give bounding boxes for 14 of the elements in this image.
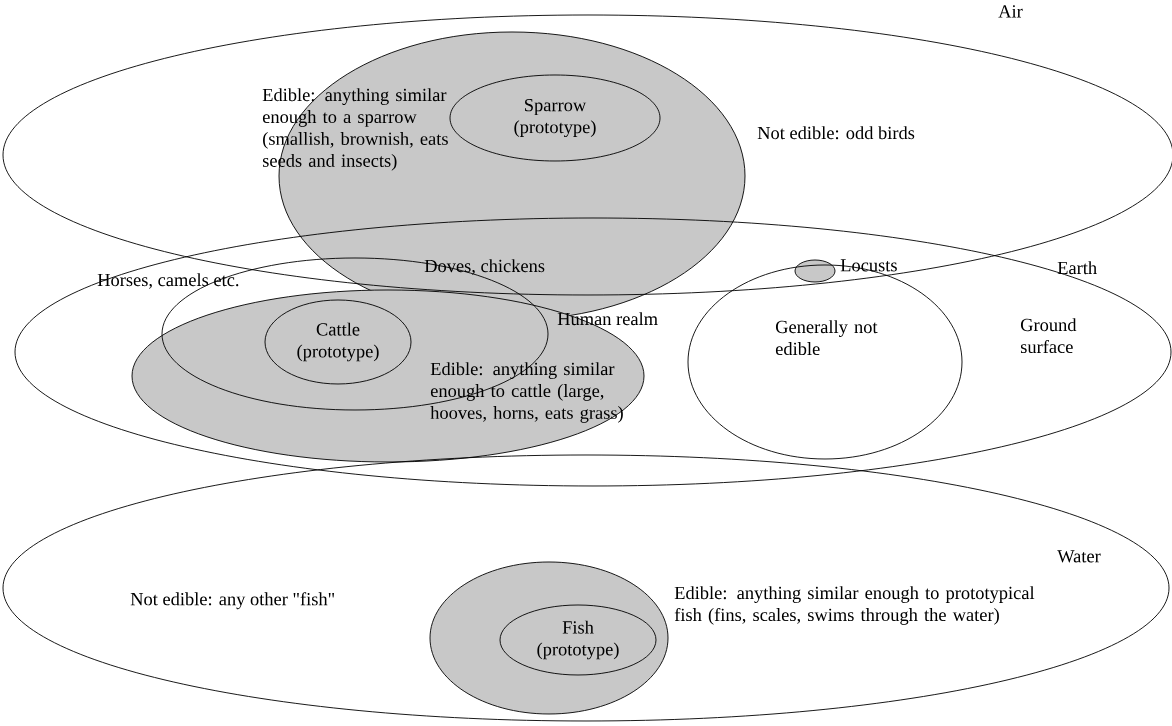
region-label: Sparrow (prototype) xyxy=(514,98,596,138)
region-label: Cattle (prototype) xyxy=(297,322,379,362)
region-label: Edible: anything similar enough to prototypical fish (fins, scales, swims through the water) xyxy=(674,586,1035,625)
region-label: Horses, camels etc. xyxy=(97,273,239,289)
region-label: Earth xyxy=(1057,261,1097,275)
region-label: Air xyxy=(998,5,1023,18)
region-label: Not edible: any other "fish" xyxy=(130,592,335,610)
region-label: Generally not edible xyxy=(775,320,878,356)
region-label: Not edible: odd birds xyxy=(757,126,915,140)
region-label: Edible: anything similar enough to a sparrow (smallish, brownish, eats seeds and insects) xyxy=(262,88,448,171)
region-label: Water xyxy=(1057,550,1101,563)
region-label: Ground surface xyxy=(1020,318,1077,354)
region-label: Locusts xyxy=(840,259,897,272)
region-label: Fish (prototype) xyxy=(537,620,619,660)
